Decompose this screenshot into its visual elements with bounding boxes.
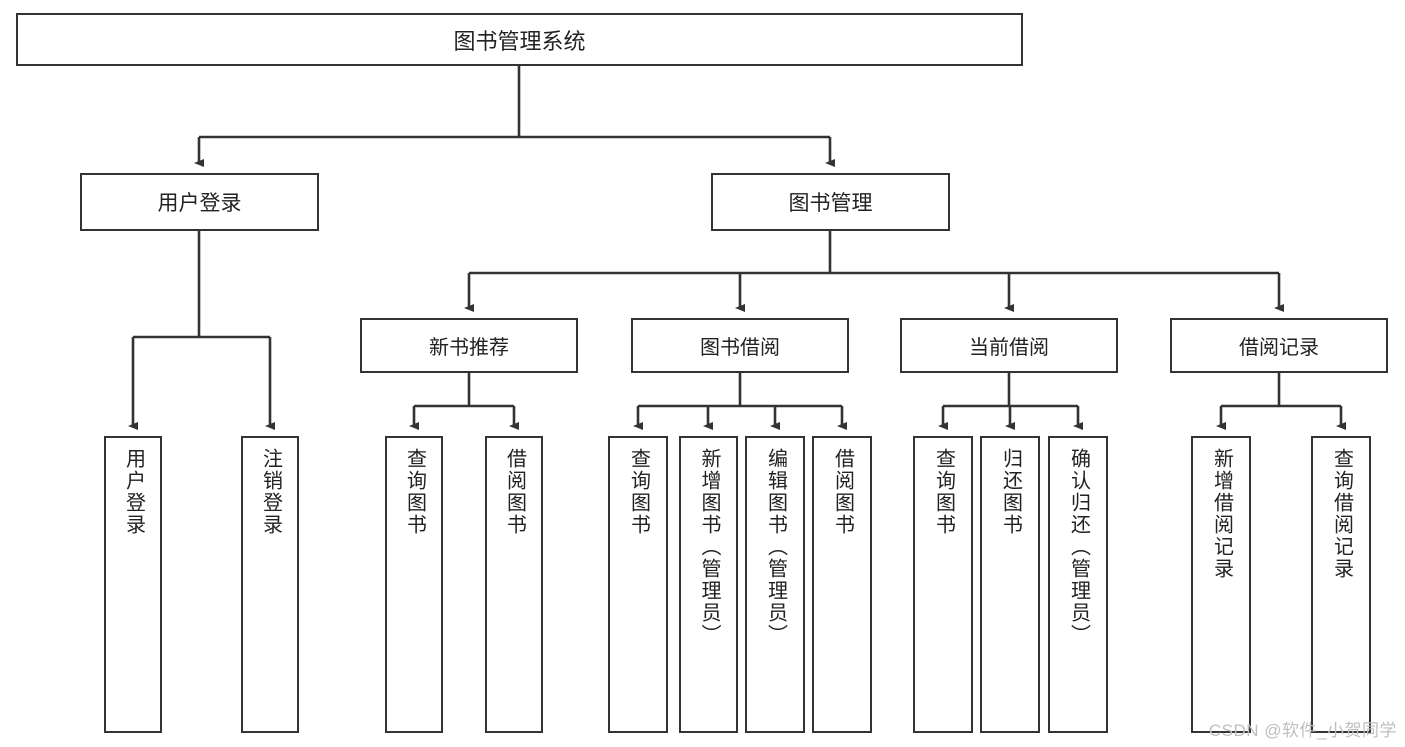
node-label: 查询借阅记录 <box>1330 448 1353 580</box>
leaf-return-book[interactable]: 归还图书 <box>980 436 1040 733</box>
node-label: 图书管理系统 <box>453 28 586 54</box>
node-label: 查询图书 <box>627 448 650 536</box>
node-label: 当前借阅 <box>969 337 1049 359</box>
leaf-query-book-current[interactable]: 查询图书 <box>913 436 973 733</box>
node-label: 注销登录 <box>259 448 282 536</box>
node-label: 用户登录 <box>122 448 145 536</box>
leaf-query-book[interactable]: 查询图书 <box>608 436 668 733</box>
node-label: 图书借阅 <box>700 337 780 359</box>
node-label: 借阅图书 <box>503 448 526 536</box>
node-label: 查询图书 <box>403 448 426 536</box>
leaf-logout[interactable]: 注销登录 <box>241 436 299 733</box>
leaf-add-borrow-record[interactable]: 新增借阅记录 <box>1191 436 1251 733</box>
node-label: 编辑图书（管理员） <box>764 448 787 646</box>
leaf-query-book-recommend[interactable]: 查询图书 <box>385 436 443 733</box>
leaf-confirm-return-admin[interactable]: 确认归还（管理员） <box>1048 436 1108 733</box>
node-new-book-recommend[interactable]: 新书推荐 <box>360 318 578 373</box>
leaf-borrow-book[interactable]: 借阅图书 <box>812 436 872 733</box>
node-label: 新增借阅记录 <box>1210 448 1233 580</box>
node-label: 借阅图书 <box>831 448 854 536</box>
watermark-text: CSDN @软件_小贺同学 <box>1208 721 1397 740</box>
node-root-system[interactable]: 图书管理系统 <box>16 13 1023 66</box>
node-book-borrow[interactable]: 图书借阅 <box>631 318 849 373</box>
leaf-borrow-book-recommend[interactable]: 借阅图书 <box>485 436 543 733</box>
node-borrow-record[interactable]: 借阅记录 <box>1170 318 1388 373</box>
leaf-user-login[interactable]: 用户登录 <box>104 436 162 733</box>
node-label: 归还图书 <box>999 448 1022 536</box>
leaf-edit-book-admin[interactable]: 编辑图书（管理员） <box>745 436 805 733</box>
node-book-management[interactable]: 图书管理 <box>711 173 950 231</box>
node-label: 图书管理 <box>788 192 873 215</box>
node-label: 查询图书 <box>932 448 955 536</box>
node-label: 用户登录 <box>157 192 242 215</box>
leaf-query-borrow-record[interactable]: 查询借阅记录 <box>1311 436 1371 733</box>
node-label: 新增图书（管理员） <box>698 448 720 646</box>
node-user-login[interactable]: 用户登录 <box>80 173 319 231</box>
node-current-borrow[interactable]: 当前借阅 <box>900 318 1118 373</box>
node-label: 确认归还（管理员） <box>1067 448 1090 646</box>
node-label: 借阅记录 <box>1239 337 1319 359</box>
leaf-add-book-admin[interactable]: 新增图书（管理员） <box>679 436 738 733</box>
node-label: 新书推荐 <box>429 337 509 359</box>
